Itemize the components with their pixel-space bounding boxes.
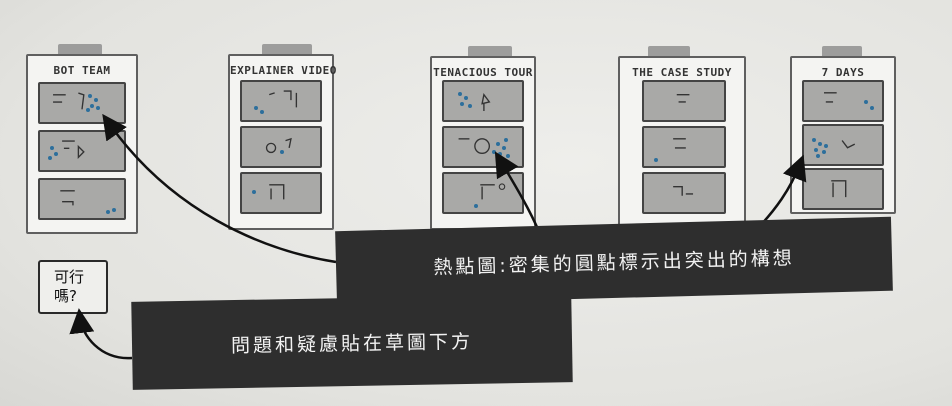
sketch-frame	[38, 130, 126, 172]
sketch-frame	[240, 126, 322, 168]
questions-label: 問題和疑慮貼在草圖下方	[131, 294, 573, 390]
sketch-frame	[642, 172, 726, 214]
sketch-frame	[802, 124, 884, 166]
heatmap-label: 熱點圖:密集的圓點標示出突出的構想	[335, 216, 893, 306]
sketch-frame	[442, 126, 524, 168]
question-note: 可行 嗎?	[38, 260, 108, 314]
sketch-frame	[642, 80, 726, 122]
sketch-frame	[38, 178, 126, 220]
sketch-frame	[240, 80, 322, 122]
sketch-frame	[38, 82, 126, 124]
board-title: 7 DAYS	[821, 66, 865, 79]
storyboard-case-study: THE CASE STUDY	[618, 56, 746, 226]
board-title: EXPLAINER VIDEO	[230, 64, 337, 77]
sketch-frame	[240, 172, 322, 214]
sketch-frame	[442, 172, 524, 214]
sketch-frame	[442, 80, 524, 122]
storyboard-tenacious-tour: TENACIOUS TOUR	[430, 56, 536, 230]
sketch-frame	[802, 168, 884, 210]
storyboard-explainer-video: EXPLAINER VIDEO	[228, 54, 337, 230]
board-title: BOT TEAM	[53, 64, 111, 77]
board-title: TENACIOUS TOUR	[433, 66, 533, 79]
note-line: 可行	[54, 268, 85, 286]
board-title: THE CASE STUDY	[632, 66, 732, 79]
storyboard-7-days: 7 DAYS	[790, 56, 896, 214]
storyboard-bot-team: BOT TEAM	[26, 54, 138, 234]
sketch-frame	[642, 126, 726, 168]
note-line: 嗎?	[54, 287, 77, 305]
sketch-frame	[802, 80, 884, 122]
